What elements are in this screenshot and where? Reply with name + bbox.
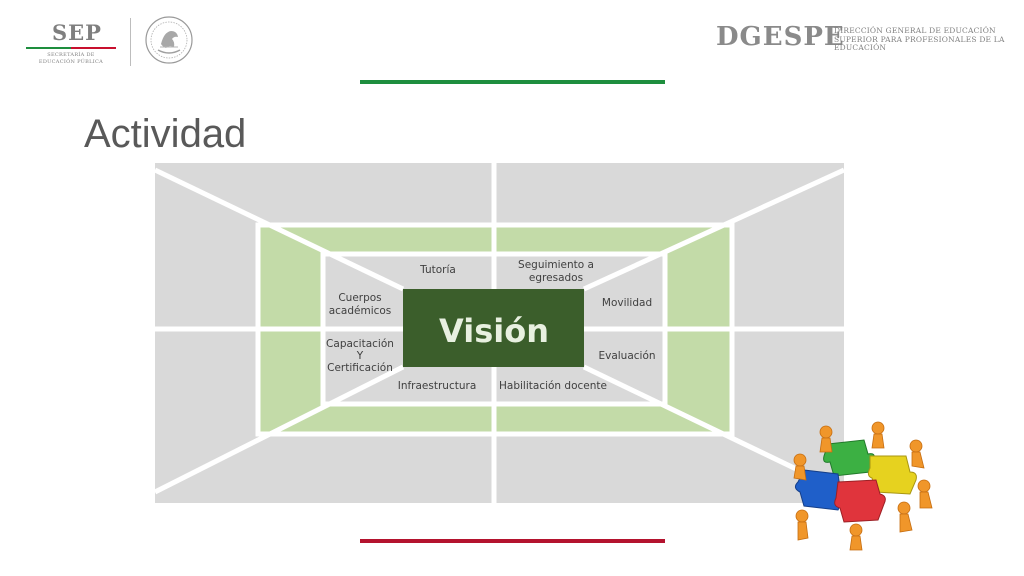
vision-center-label: Visión bbox=[439, 312, 549, 350]
orange-figures bbox=[793, 421, 933, 551]
dgespe-logo-description: DIRECCIÓN GENERAL DE EDUCACIÓN SUPERIOR … bbox=[834, 26, 1005, 53]
slide-title: Actividad bbox=[84, 112, 247, 156]
label-capacitacion-line-1: Capacitación bbox=[326, 338, 394, 350]
label-cuerpos-line-1: Cuerpos bbox=[338, 292, 381, 304]
label-movilidad: Movilidad bbox=[602, 297, 652, 309]
sep-logo-subtitle: SECRETARÍA DE EDUCACIÓN PÚBLICA bbox=[22, 52, 120, 66]
bottom-accent-bar bbox=[360, 539, 665, 543]
sep-logo: SEP SECRETARÍA DE EDUCACIÓN PÚBLICA bbox=[22, 20, 120, 70]
sep-logo-subtitle-line-1: SECRETARÍA DE bbox=[47, 52, 95, 58]
coat-of-arms-seal-icon bbox=[145, 16, 193, 64]
puzzle-piece-red bbox=[834, 479, 886, 523]
sep-logo-subtitle-line-2: EDUCACIÓN PÚBLICA bbox=[38, 59, 104, 65]
sep-logo-rule bbox=[26, 47, 116, 49]
sep-logo-word: SEP bbox=[52, 20, 102, 45]
label-capacitacion-line-2: Y bbox=[356, 350, 364, 362]
puzzle-teamwork-illustration bbox=[793, 421, 933, 551]
label-capacitacion-line-3: Certificación bbox=[327, 362, 393, 374]
label-cuerpos-line-2: académicos bbox=[329, 305, 392, 317]
dgespe-logo-word: DGESPE bbox=[716, 22, 845, 52]
label-tutoria: Tutoría bbox=[419, 264, 456, 276]
dgespe-desc-line-2: SUPERIOR PARA PROFESIONALES DE LA bbox=[834, 34, 1005, 44]
label-infraestructura: Infraestructura bbox=[398, 380, 477, 392]
label-evaluacion: Evaluación bbox=[598, 350, 655, 362]
puzzle-piece-yellow bbox=[867, 455, 917, 495]
label-seguimiento-line-1: Seguimiento a bbox=[518, 259, 594, 271]
header-divider bbox=[130, 18, 131, 66]
top-accent-bar bbox=[360, 80, 665, 84]
label-seguimiento-line-2: egresados bbox=[529, 272, 583, 284]
dgespe-desc-line-1: DIRECCIÓN GENERAL DE EDUCACIÓN bbox=[834, 26, 996, 35]
label-habilitacion: Habilitación docente bbox=[499, 380, 607, 392]
dgespe-desc-line-3: EDUCACIÓN bbox=[834, 43, 887, 52]
vision-center-box bbox=[403, 289, 584, 367]
